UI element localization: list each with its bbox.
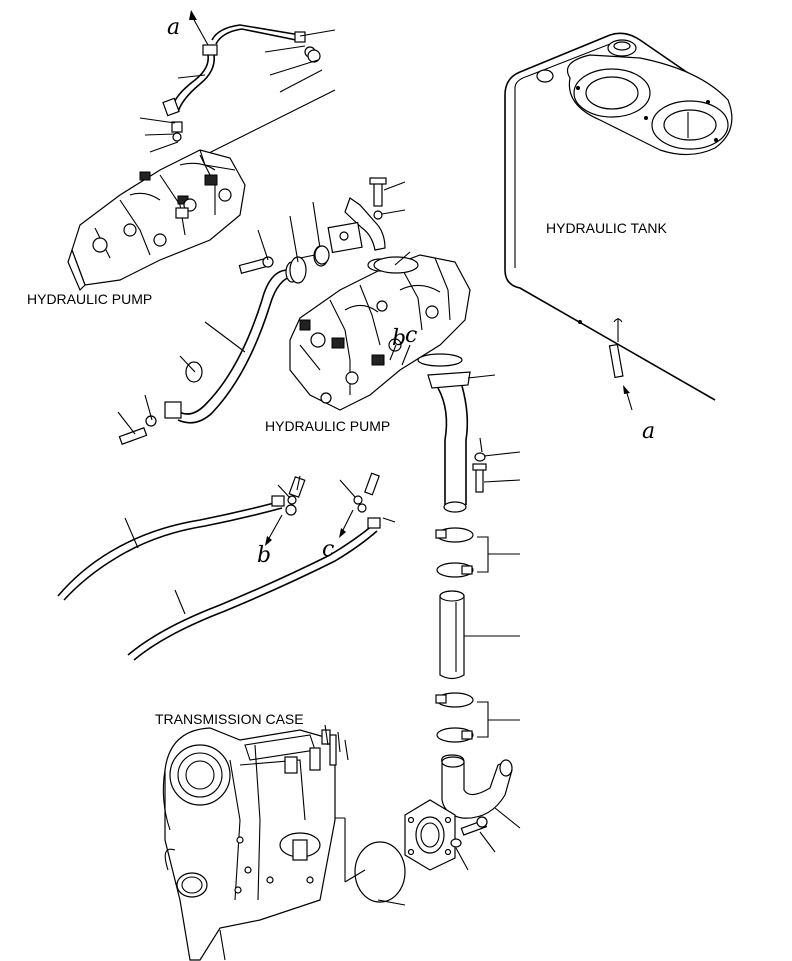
hydraulic-tank: [504, 32, 733, 411]
top-hose-assembly: [139, 10, 336, 156]
hydraulic-pump-center: [289, 177, 471, 411]
rubber-hose: [439, 590, 520, 680]
hydraulic-pump-center-label: HYDRAULIC PUMP: [265, 418, 390, 434]
hydraulic-pump-left-label: HYDRAULIC PUMP: [27, 291, 152, 307]
hydraulic-pump-left: [67, 149, 246, 292]
suction-tube: [417, 353, 521, 513]
ref-b-pump: b: [392, 326, 406, 351]
transmission-case: [162, 724, 349, 961]
ref-c-pump: c: [405, 323, 417, 348]
hydraulic-tank-label: HYDRAULIC TANK: [546, 220, 668, 236]
ref-a-top: a: [167, 15, 180, 40]
clamp-set-upper: [435, 527, 520, 578]
ref-b-hose: b: [257, 543, 271, 568]
transmission-case-label: TRANSMISSION CASE: [155, 711, 304, 727]
ref-c-hose: c: [322, 537, 334, 562]
elbow-pipe-flange: [320, 754, 521, 906]
clamp-set-lower: [435, 692, 520, 743]
pump-loop-hose: [117, 201, 329, 445]
small-hoses: [57, 472, 396, 661]
ref-a-tank: a: [642, 419, 655, 444]
